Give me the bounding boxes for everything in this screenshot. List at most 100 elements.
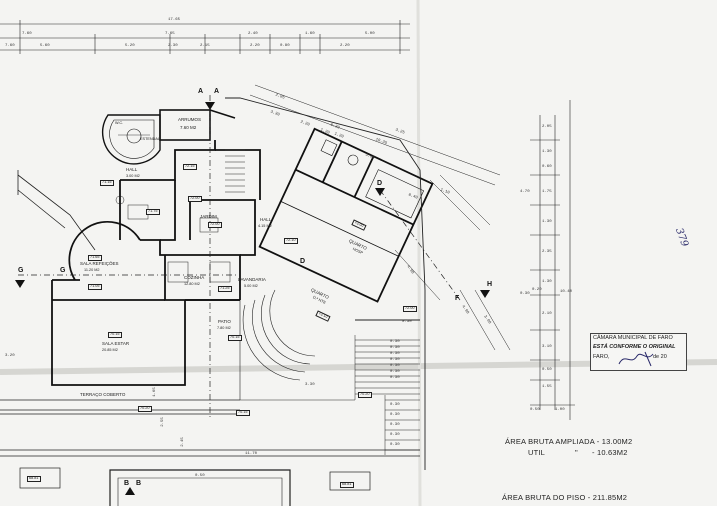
dim-stair-11: 0.30 xyxy=(390,443,400,447)
room-cozinha-area: 12.80 M2 xyxy=(184,282,200,286)
dim-top-6: 5.60 xyxy=(40,44,50,48)
dim-bottom-6: 0.50 xyxy=(195,474,205,478)
section-mark-g-left: G xyxy=(18,267,24,274)
dim-right-12: 0.50 xyxy=(542,368,552,372)
area-note-util: UTIL xyxy=(528,448,546,457)
elevation-tag-6: 71.05 xyxy=(88,284,102,290)
dim-right-15: 1.00 xyxy=(555,408,565,412)
dim-stair-5: 0.30 xyxy=(390,370,400,374)
dim-top-2: 7.65 xyxy=(165,32,175,36)
paper-fold-vertical xyxy=(416,0,422,506)
dim-right-13: 1.55 xyxy=(542,385,552,389)
area-note-util-ditto: " xyxy=(575,448,578,457)
dim-stair-12: 0.30 xyxy=(402,320,412,324)
stamp-line-3-mid: de 20 xyxy=(653,354,667,360)
room-hall-center: HALL xyxy=(260,217,272,222)
elevation-tag-16: 68.81 xyxy=(27,476,41,482)
dim-right-10: 10.40 xyxy=(560,290,573,294)
dim-top-8: 2.30 xyxy=(168,44,178,48)
dim-stair-10: 0.30 xyxy=(390,433,400,437)
section-mark-g-left-2: G xyxy=(60,267,66,274)
elevation-tag-14: 70.20 xyxy=(358,392,372,398)
section-mark-a-top-2: A xyxy=(214,88,220,95)
stamp-signature xyxy=(618,351,654,367)
area-note-util-value: - 10.63M2 xyxy=(592,448,628,457)
room-hall-center-area: 4.15 M2 xyxy=(258,224,272,228)
elevation-tag-7: 71.25 xyxy=(218,286,232,292)
dim-bottom-5: 3.20 xyxy=(5,354,15,358)
dim-bottom-3: 11.70 xyxy=(245,452,258,456)
dim-right-11: 0.20 xyxy=(532,288,542,292)
dim-stair-4: 0.30 xyxy=(390,364,400,368)
dim-top-10: 2.20 xyxy=(250,44,260,48)
stamp-line-3: FARO, xyxy=(593,354,610,360)
room-patio: PATIO xyxy=(218,319,231,324)
fixtures xyxy=(115,195,231,283)
room-sala-estar-area: 20.85 M2 xyxy=(102,348,118,352)
area-note-ampliada: ÁREA BRUTA AMPLIADA - 13.00M2 xyxy=(505,437,633,446)
area-note-piso: ÁREA BRUTA DO PISO - 211.85M2 xyxy=(502,493,628,502)
dim-right-6: 2.35 xyxy=(542,250,552,254)
elevation-tag-2: 72.15 xyxy=(183,164,197,170)
round-tower xyxy=(101,114,161,165)
section-mark-b-bottom-2: B xyxy=(136,480,142,487)
section-lines xyxy=(18,95,461,420)
left-terrace-walls xyxy=(17,170,96,251)
dim-right-1: 1.30 xyxy=(542,150,552,154)
dim-stair-3: 0.30 xyxy=(390,358,400,362)
dim-right-8: 2.10 xyxy=(542,312,552,316)
elevation-tag-3: 71.75 xyxy=(146,209,160,215)
arrumos-room xyxy=(159,109,236,141)
dim-stair-6: 0.30 xyxy=(390,376,400,380)
dim-stair-7: 0.30 xyxy=(390,403,400,407)
room-jardim: JARDIM xyxy=(200,214,217,219)
dim-right-4: 1.30 xyxy=(542,220,552,224)
elevation-tag-19: 70.20 xyxy=(138,406,152,412)
section-mark-b-bottom: B xyxy=(124,480,130,487)
municipal-stamp: CÂMARA MUNICIPAL DE FARO ESTÁ CONFORME O… xyxy=(590,333,687,371)
interior-stairs xyxy=(225,149,245,193)
dim-bottom-4: 1.65 xyxy=(152,387,157,397)
dim-stair-0: 0.30 xyxy=(390,340,400,344)
dim-top-13: 7.60 xyxy=(5,44,15,48)
room-lavandaria: LAVANDARIA xyxy=(238,277,266,282)
section-mark-h: H xyxy=(487,281,493,288)
room-estendal: ESTENDAL xyxy=(140,137,161,141)
dim-bottom-1: 2.45 xyxy=(180,437,185,447)
dim-right-14: 0.50 xyxy=(530,408,540,412)
dim-right-2: 0.60 xyxy=(542,165,552,169)
dim-top-5: 5.00 xyxy=(365,32,375,36)
dim-top-7: 5.20 xyxy=(125,44,135,48)
dim-top-11: 0.80 xyxy=(280,44,290,48)
patio-steps xyxy=(239,289,355,401)
dim-stair-9: 0.30 xyxy=(390,423,400,427)
terrace-rails xyxy=(0,399,420,506)
dim-top-9: 2.15 xyxy=(200,44,210,48)
rotated-wing xyxy=(258,127,434,303)
dim-right-7: 1.30 xyxy=(542,280,552,284)
dim-top-4: 1.60 xyxy=(305,32,315,36)
room-arrumos-area: 7.60 M2 xyxy=(180,125,197,130)
dim-right-3: 1.75 xyxy=(542,190,552,194)
stamp-line-1: CÂMARA MUNICIPAL DE FARO xyxy=(593,335,673,341)
elevation-tag-9: 70.15 xyxy=(228,335,242,341)
room-terraco-coberto: TERRAÇO COBERTO xyxy=(80,392,126,397)
dim-right-16: 0.30 xyxy=(520,292,530,296)
room-arrumos: ARRUMOS xyxy=(178,117,202,122)
elevation-tag-5: 71.65 xyxy=(88,255,102,261)
elevation-tag-1: 71.15 xyxy=(100,180,114,186)
top-dimension-lines xyxy=(0,20,410,54)
room-hall-left-area: 3.00 M2 xyxy=(126,174,140,178)
dim-stair-2: 0.30 xyxy=(390,352,400,356)
elevation-tag-4: 72.00 xyxy=(208,222,222,228)
room-hall-left: HALL xyxy=(126,167,138,172)
dim-top-1: 7.60 xyxy=(22,32,32,36)
elevation-tag-17: 68.81 xyxy=(340,482,354,488)
elevation-tag-11: 72.10 xyxy=(284,238,298,244)
diagonal-dimensions xyxy=(249,84,511,351)
elevation-tag-18: 72.00 xyxy=(188,196,202,202)
room-wc: W.C. xyxy=(115,121,124,125)
section-mark-d-2: D xyxy=(300,258,306,265)
dim-right-9: 3.10 xyxy=(542,345,552,349)
dim-bottom-0: 2.55 xyxy=(160,417,165,427)
